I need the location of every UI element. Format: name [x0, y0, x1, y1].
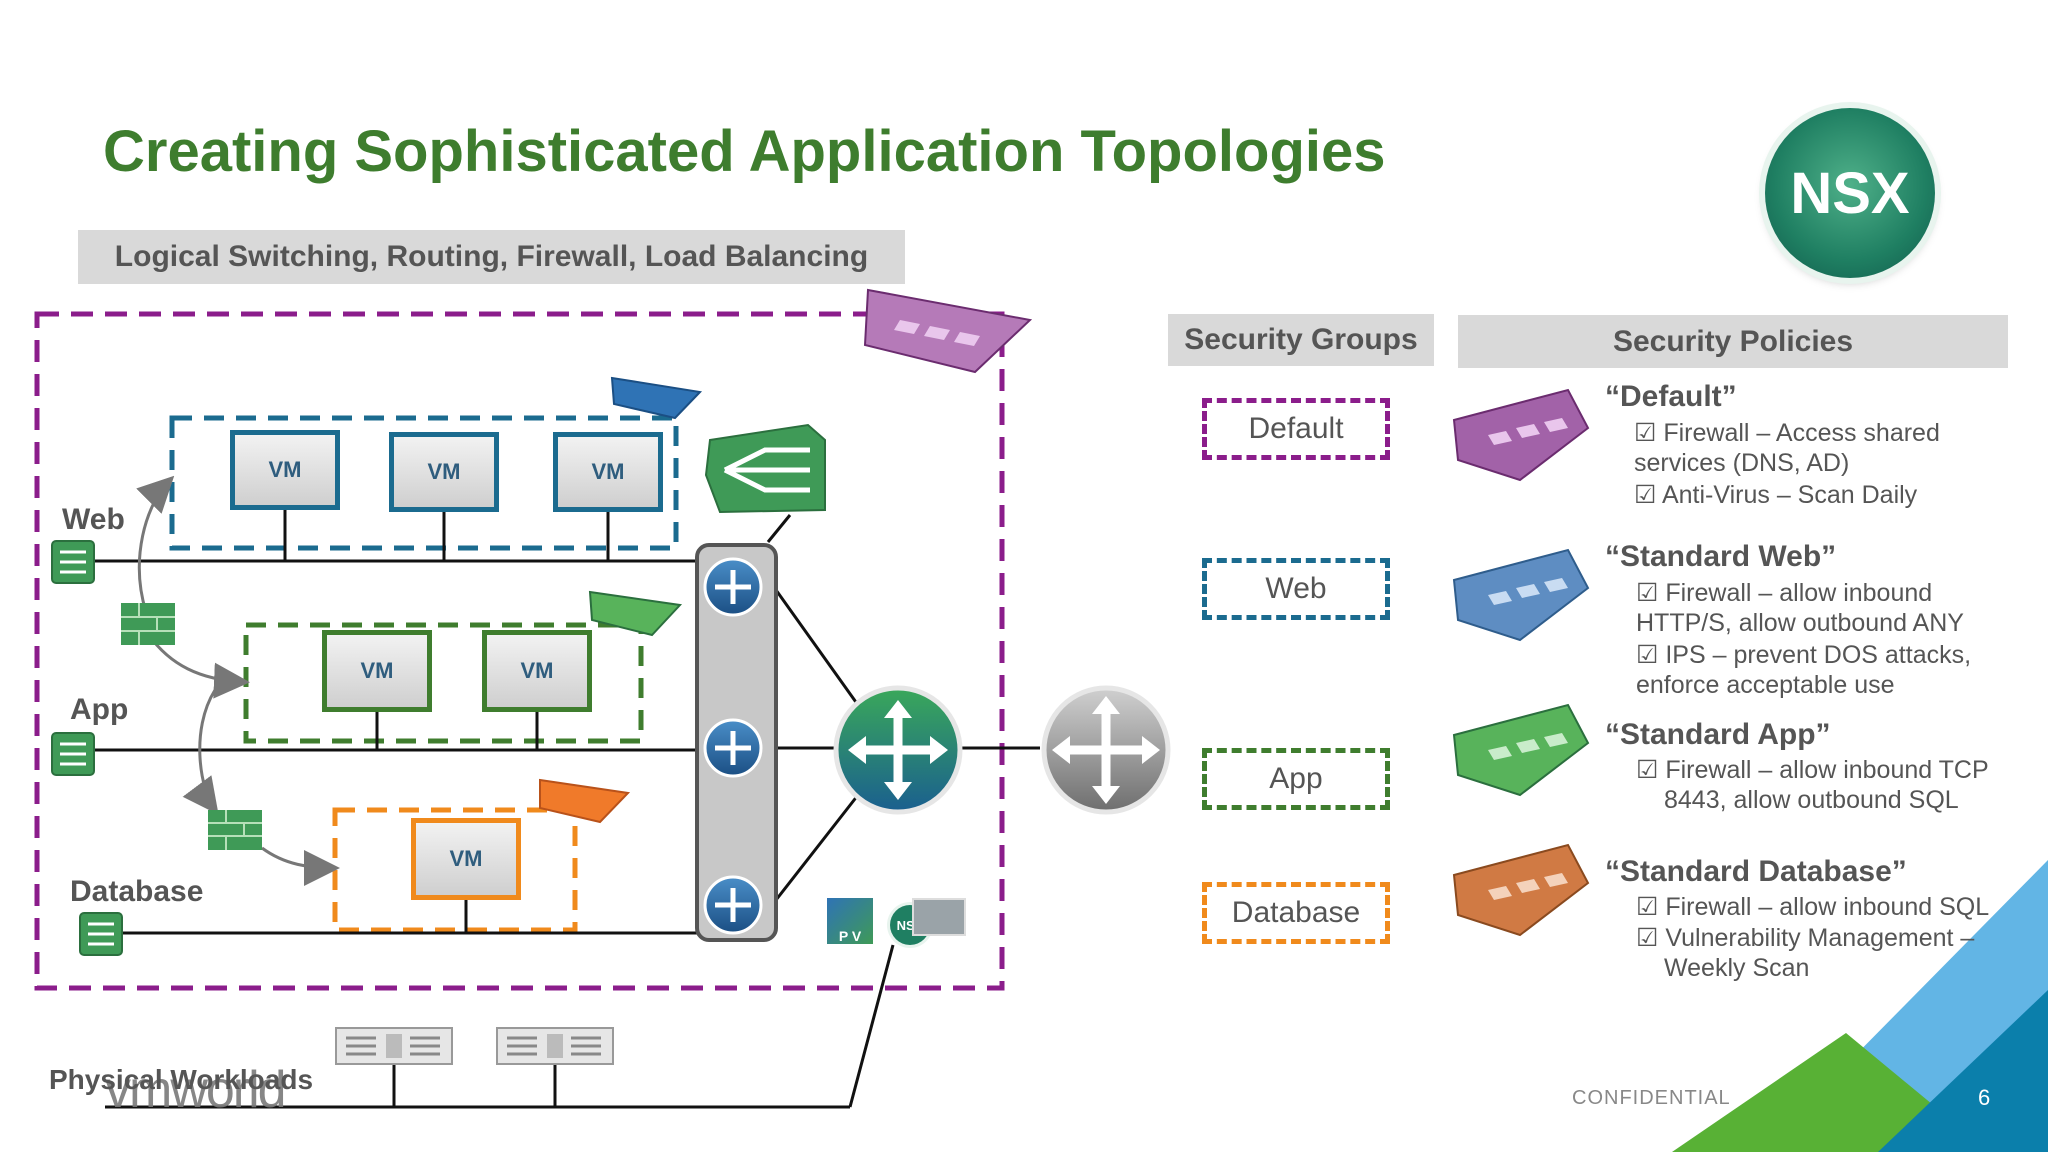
policy-line: enforce acceptable use	[1636, 671, 1895, 699]
security-group-database[interactable]: Database	[1202, 882, 1390, 944]
firewall-icon	[1452, 843, 1590, 937]
app-vm-2[interactable]: VM	[482, 630, 592, 712]
page-title: Creating Sophisticated Application Topol…	[103, 119, 1386, 184]
firewall-icon	[1452, 388, 1590, 482]
policy-line: ☑ Firewall – Access shared	[1634, 419, 1940, 447]
page-number: 6	[1978, 1085, 1991, 1110]
firewall-icon	[588, 590, 683, 637]
footer-triangle-teal	[1878, 990, 2048, 1152]
firewall-icon	[863, 288, 1033, 374]
policy-name-standard-app: “Standard App”	[1605, 718, 1831, 751]
firewall-icon	[208, 810, 262, 850]
policy-line: 8443, allow outbound SQL	[1664, 786, 1959, 814]
appliance-icon	[912, 898, 966, 936]
firewall-icon	[121, 603, 175, 645]
web-vm-3[interactable]: VM	[553, 432, 663, 512]
firewall-icon	[1452, 703, 1590, 797]
security-group-web[interactable]: Web	[1202, 558, 1390, 620]
switch-icon	[51, 732, 95, 776]
security-groups-header: Security Groups	[1168, 314, 1434, 366]
firewall-icon	[539, 778, 631, 824]
server-icon	[335, 1027, 453, 1065]
policy-name-standard-web: “Standard Web”	[1605, 540, 1837, 573]
confidential-label: CONFIDENTIAL	[1572, 1087, 1731, 1109]
nsx-logo: NSX	[1765, 108, 1935, 278]
switch-icon	[51, 540, 95, 584]
database-vm-1[interactable]: VM	[411, 818, 521, 900]
security-group-default[interactable]: Default	[1202, 398, 1390, 460]
capabilities-banner: Logical Switching, Routing, Firewall, Lo…	[78, 230, 905, 284]
policy-line: ☑ Firewall – allow inbound	[1636, 579, 1933, 607]
firewall-icon	[610, 376, 703, 420]
zone-label-physical: Physical Workloads	[49, 1064, 314, 1095]
router-icon	[703, 718, 763, 778]
app-vm-1[interactable]: VM	[322, 630, 432, 712]
web-vm-2[interactable]: VM	[389, 432, 499, 512]
policy-name-standard-database: “Standard Database”	[1605, 855, 1907, 888]
security-policies-header: Security Policies	[1458, 315, 2008, 368]
default-zone-boundary	[34, 311, 1005, 991]
physical-router-icon	[1041, 685, 1171, 815]
pv-icon: P V	[827, 898, 873, 944]
policy-line: Weekly Scan	[1664, 954, 1810, 982]
policy-line: ☑ Firewall – allow inbound SQL	[1636, 893, 1990, 921]
zone-label-database: Database	[70, 875, 204, 908]
router-icon	[703, 875, 763, 935]
switch-icon	[79, 912, 123, 956]
web-vm-1[interactable]: VM	[230, 430, 340, 510]
policy-name-default: “Default”	[1605, 380, 1737, 413]
server-icon	[496, 1027, 614, 1065]
security-group-app[interactable]: App	[1202, 748, 1390, 810]
edge-router-icon	[833, 685, 963, 815]
vmworld-logo: vmworld	[105, 1061, 287, 1119]
router-icon	[703, 557, 763, 617]
policy-icons	[1452, 388, 1590, 937]
policy-line: ☑ IPS – prevent DOS attacks,	[1636, 641, 1972, 669]
policy-line: services (DNS, AD)	[1634, 449, 1850, 477]
policy-line: ☑ Vulnerability Management –	[1636, 924, 1975, 952]
policy-line: ☑ Anti-Virus – Scan Daily	[1634, 481, 1918, 509]
policy-line: HTTP/S, allow outbound ANY	[1636, 609, 1964, 637]
zone-label-app: App	[70, 693, 129, 726]
policy-line: ☑ Firewall – allow inbound TCP	[1636, 756, 1989, 784]
firewall-icon	[1452, 548, 1590, 642]
zone-label-web: Web	[62, 503, 125, 536]
load-balancer-icon	[704, 423, 826, 514]
